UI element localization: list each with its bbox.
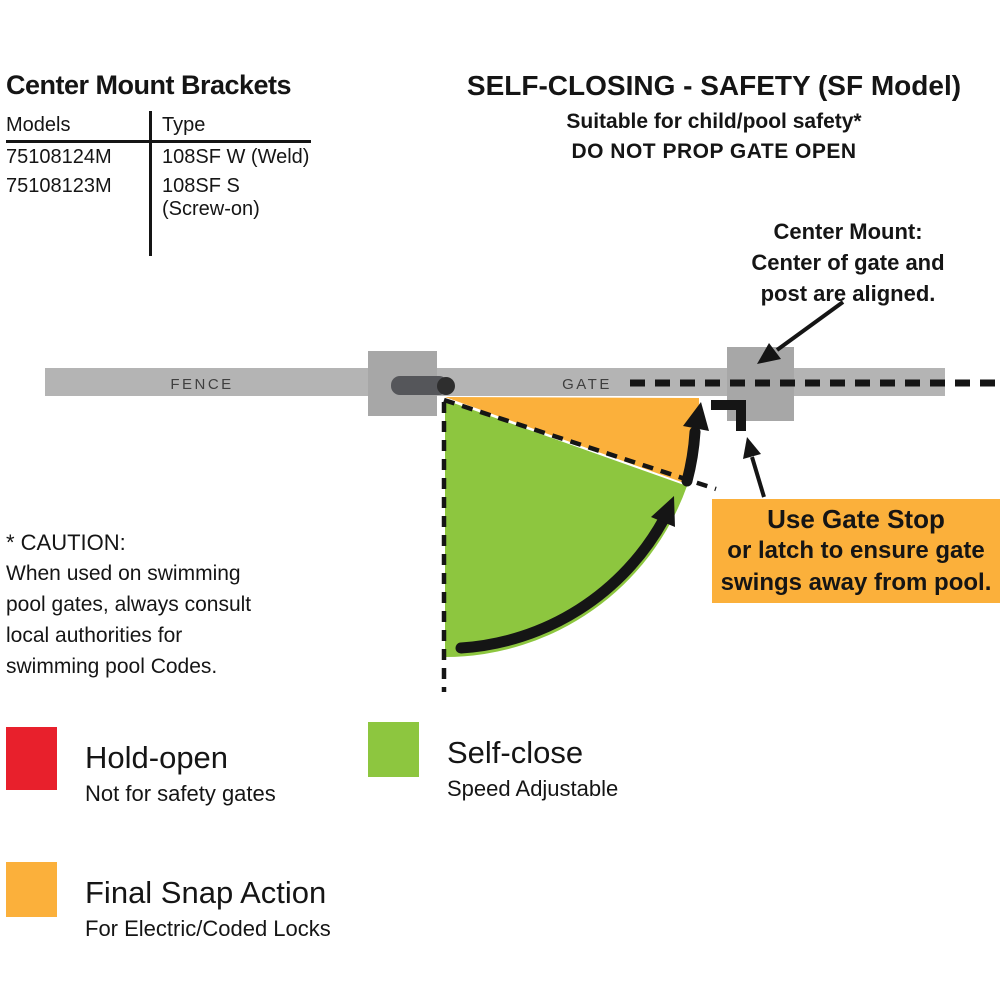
- legend-label: Self-close: [447, 735, 584, 770]
- model-cell: 75108124M: [6, 146, 112, 168]
- table-row: 75108124M 108SF W (Weld): [6, 143, 311, 172]
- caution-line: swimming pool Codes.: [6, 655, 218, 678]
- legend-final-snap: Final Snap Action For Electric/Coded Loc…: [6, 862, 331, 942]
- self-close-swatch: [368, 722, 419, 777]
- brackets-title: Center Mount Brackets: [6, 70, 292, 100]
- gate-stop-callout: Use Gate Stop or latch to ensure gate sw…: [712, 499, 1000, 603]
- center-mount-arrow-line: [775, 300, 845, 352]
- snap-arrow-arc: [681, 426, 701, 487]
- center-mount-arrowhead: [757, 343, 781, 364]
- callout-arrow-line: [750, 456, 766, 498]
- final-snap-swatch: [6, 862, 57, 917]
- self-close-zone: [445, 400, 687, 657]
- gate-label: GATE: [562, 376, 612, 393]
- callout-line: Use Gate Stop: [767, 504, 945, 534]
- note-line: post are aligned.: [760, 281, 936, 306]
- snap-arrowhead: [683, 402, 709, 431]
- page-title: SELF-CLOSING - SAFETY (SF Model): [466, 70, 962, 101]
- callout-arrowhead: [743, 437, 761, 459]
- hold-open-swatch: [6, 727, 57, 790]
- caution-title: * CAUTION:: [6, 530, 126, 555]
- subtitle: Suitable for child/pool safety*: [566, 110, 862, 133]
- note-line: Center of gate and: [751, 250, 945, 275]
- legend-label: Hold-open: [85, 740, 229, 775]
- legend-label: Final Snap Action: [85, 875, 327, 910]
- brackets-table: Models Type 75108124M 108SF W (Weld) 751…: [6, 111, 311, 256]
- model-cell: 75108123M: [6, 175, 112, 197]
- self-close-arrow-arc: [455, 513, 670, 654]
- caution-line: When used on swimming: [6, 562, 241, 585]
- callout-line: or latch to ensure gate: [727, 537, 985, 564]
- note-line: Center Mount:: [773, 219, 923, 244]
- warning-text: DO NOT PROP GATE OPEN: [571, 140, 857, 163]
- callout-line: swings away from pool.: [720, 569, 992, 596]
- legend-sub: Not for safety gates: [85, 781, 276, 806]
- legend-sub: For Electric/Coded Locks: [85, 916, 331, 941]
- closer-hinge: [437, 377, 455, 395]
- fence-label: FENCE: [170, 376, 233, 393]
- brackets-section: Center Mount Brackets Models Type 751081…: [6, 70, 311, 256]
- safety-header: SELF-CLOSING - SAFETY (SF Model) Suitabl…: [428, 70, 1000, 164]
- closer-body: [391, 376, 448, 395]
- self-close-arrowhead: [651, 496, 675, 527]
- table-row: 75108123M 108SF S (Screw-on): [6, 172, 311, 224]
- legend-self-close: Self-close Speed Adjustable: [368, 722, 618, 802]
- table-header-models: Models: [6, 111, 149, 143]
- caution-line: pool gates, always consult: [6, 593, 252, 616]
- center-mount-note: Center Mount: Center of gate and post ar…: [700, 216, 996, 309]
- diagonal-dashed-line: [443, 397, 717, 492]
- table-divider-extension: [6, 224, 311, 256]
- legend-hold-open: Hold-open Not for safety gates: [6, 727, 276, 807]
- caution-note: * CAUTION: When used on swimming pool ga…: [6, 527, 336, 682]
- table-header-row: Models Type: [6, 111, 311, 143]
- caution-line: local authorities for: [6, 624, 183, 647]
- table-header-type: Type: [149, 111, 311, 143]
- type-cell: 108SF S (Screw-on): [149, 172, 311, 224]
- gate-stop-bracket: [711, 400, 746, 431]
- legend-sub: Speed Adjustable: [447, 776, 619, 801]
- type-cell: 108SF W (Weld): [149, 143, 311, 172]
